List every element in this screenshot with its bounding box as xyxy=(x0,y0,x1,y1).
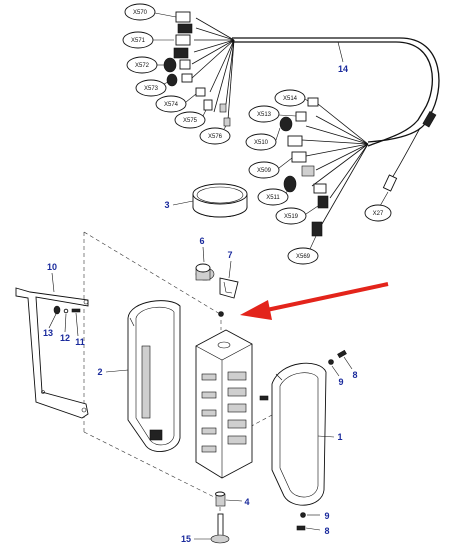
connector-body xyxy=(175,11,191,23)
control-unit xyxy=(195,329,253,479)
connector-body xyxy=(175,34,191,46)
connector-x569-label: X569 xyxy=(296,254,311,260)
connector-x509-label: X509 xyxy=(257,168,272,174)
part-15-foot: 15 xyxy=(181,513,230,544)
connector-x514-label: X514 xyxy=(283,96,298,102)
connector-x576: X576 xyxy=(199,125,231,145)
parts-8-9-upper-fasteners: 9 8 xyxy=(328,349,358,387)
connector-labels: X570 X571 X572 X573 X574 X575 xyxy=(122,3,392,265)
part-1-front-cover: 1 xyxy=(259,362,343,506)
callout-arrow xyxy=(240,282,389,320)
connector-x575-label: X575 xyxy=(183,118,198,124)
part-8-label-lower: 8 xyxy=(324,526,329,536)
connector-body xyxy=(313,183,327,194)
connector-x570-label: X570 xyxy=(133,10,148,16)
connector-body xyxy=(295,111,307,122)
part-4-spacer: 4 xyxy=(215,491,250,507)
connector-x571: X571 xyxy=(122,31,174,49)
wiring-harness xyxy=(163,11,440,237)
connector-body xyxy=(195,87,206,97)
connector-x519: X519 xyxy=(275,205,319,225)
parts-8-9-lower-fasteners: 9 8 xyxy=(296,511,330,536)
connector-x510: X510 xyxy=(245,127,281,151)
parts-11-12-13-fasteners: 13 12 11 xyxy=(43,305,85,347)
connector-x571-label: X571 xyxy=(131,38,146,44)
part-12-label: 12 xyxy=(60,333,70,343)
connector-x574-label: X574 xyxy=(164,102,179,108)
part-3-label: 3 xyxy=(164,200,169,210)
connector-body xyxy=(166,73,178,87)
connector-body xyxy=(317,195,329,209)
connector-body xyxy=(181,73,193,83)
connector-x519-label: X519 xyxy=(284,214,299,220)
connector-body xyxy=(311,221,323,237)
harness-clip xyxy=(422,111,437,128)
connector-x573: X573 xyxy=(135,79,169,97)
connector-body xyxy=(219,103,227,113)
connector-body xyxy=(179,59,191,70)
connector-body xyxy=(177,23,193,34)
connector-body xyxy=(301,165,315,177)
connector-body xyxy=(163,57,177,73)
part-9-label-lower: 9 xyxy=(324,511,329,521)
connector-x511-label: X511 xyxy=(266,195,280,201)
connector-x27-label: X27 xyxy=(373,211,384,217)
connector-x576-label: X576 xyxy=(208,134,223,140)
assembly-guides xyxy=(83,231,301,540)
part-13-label: 13 xyxy=(43,328,53,338)
connector-x570: X570 xyxy=(124,3,177,21)
part-15-label: 15 xyxy=(181,534,191,544)
part-14-label: 14 xyxy=(338,64,348,74)
connector-x514: X514 xyxy=(274,89,309,107)
connector-x513: X513 xyxy=(248,105,297,123)
connector-body xyxy=(287,135,303,147)
connector-x27-plug xyxy=(382,174,398,192)
connector-x509: X509 xyxy=(248,157,293,179)
connector-x572-label: X572 xyxy=(135,63,150,69)
fastener xyxy=(218,311,224,317)
connector-body xyxy=(291,151,307,163)
connector-body xyxy=(307,97,319,107)
connector-x511: X511 xyxy=(257,188,289,206)
connector-x575: X575 xyxy=(174,109,207,129)
part-3-ring: 3 xyxy=(164,183,248,218)
part-11-label: 11 xyxy=(75,337,85,347)
connector-body xyxy=(173,47,189,59)
connector-x27: X27 xyxy=(364,204,392,222)
connector-x572: X572 xyxy=(126,56,164,74)
connector-x513-label: X513 xyxy=(257,112,272,118)
part-2-rear-cover: 2 xyxy=(97,300,181,453)
part-4-label: 4 xyxy=(244,497,249,507)
part-1-label: 1 xyxy=(337,432,342,442)
connector-x510-label: X510 xyxy=(254,140,269,146)
connector-body xyxy=(223,117,231,127)
part-6-label: 6 xyxy=(199,236,204,246)
connector-body xyxy=(279,116,293,132)
part-8-label-upper: 8 xyxy=(352,370,357,380)
connector-x573-label: X573 xyxy=(144,86,159,92)
part-7-label: 7 xyxy=(227,250,232,260)
part-6-grommet: 6 xyxy=(195,236,215,281)
connector-x569: X569 xyxy=(287,235,319,265)
connector-x574: X574 xyxy=(155,93,197,113)
part-10-frame: 10 xyxy=(15,262,89,419)
part-7-bracket: 7 xyxy=(219,250,239,299)
part-10-label: 10 xyxy=(47,262,57,272)
connector-body xyxy=(203,99,213,111)
part-9-label-upper: 9 xyxy=(338,377,343,387)
part-2-label: 2 xyxy=(97,367,102,377)
control-unit-modules xyxy=(201,371,247,453)
connector-body xyxy=(283,175,297,193)
